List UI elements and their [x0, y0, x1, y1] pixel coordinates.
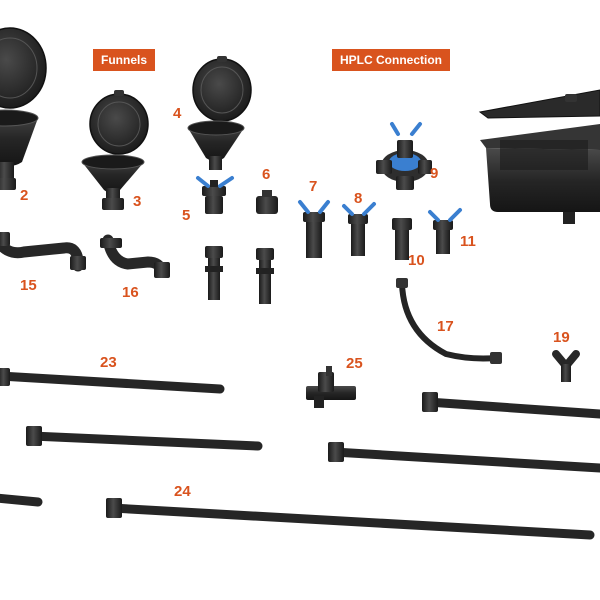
connector-pair — [205, 246, 274, 304]
callout-7: 7 — [309, 178, 318, 195]
callout-8: 8 — [354, 190, 363, 207]
y-connector-19 — [552, 350, 580, 382]
fitting-7 — [298, 200, 330, 258]
callout-23: 23 — [100, 354, 117, 371]
funnels-section-label: Funnels — [93, 49, 156, 71]
fitting-5 — [196, 176, 234, 214]
funnel-3 — [81, 90, 149, 210]
callout-10: 10 — [408, 252, 425, 269]
rod-bottom-left — [0, 493, 43, 507]
fitting-11 — [428, 208, 462, 254]
hplc-connection-section-label: HPLC Connection — [332, 49, 450, 71]
callout-9: 9 — [430, 165, 439, 182]
rod-right-upper — [422, 392, 600, 419]
rod-24 — [106, 498, 595, 540]
rod-23 — [0, 368, 225, 394]
fitting-10 — [392, 218, 412, 260]
callout-4: 4 — [173, 105, 182, 122]
callout-19: 19 — [553, 329, 570, 346]
fitting-8 — [342, 202, 376, 256]
bent-pipe-16 — [100, 234, 170, 278]
callout-17: 17 — [437, 318, 454, 335]
callout-15: 15 — [20, 277, 37, 294]
rod-right-lower — [328, 442, 600, 473]
callout-2: 2 — [20, 187, 29, 204]
rod-mid-left — [26, 426, 263, 451]
funnel-2 — [0, 27, 47, 190]
flexible-tube-17 — [396, 278, 502, 364]
callout-16: 16 — [122, 284, 139, 301]
funnel-4 — [187, 56, 252, 170]
fitting-6 — [256, 190, 278, 214]
hplc-hub-9 — [376, 122, 432, 190]
callout-5: 5 — [182, 207, 191, 224]
callout-3: 3 — [133, 193, 142, 210]
collection-container — [478, 89, 600, 224]
tee-valve-25 — [306, 366, 356, 408]
callout-25: 25 — [346, 355, 363, 372]
bent-pipe-15 — [0, 232, 86, 272]
callout-24: 24 — [174, 483, 191, 500]
callout-11: 11 — [460, 233, 476, 250]
callout-6: 6 — [262, 166, 271, 183]
